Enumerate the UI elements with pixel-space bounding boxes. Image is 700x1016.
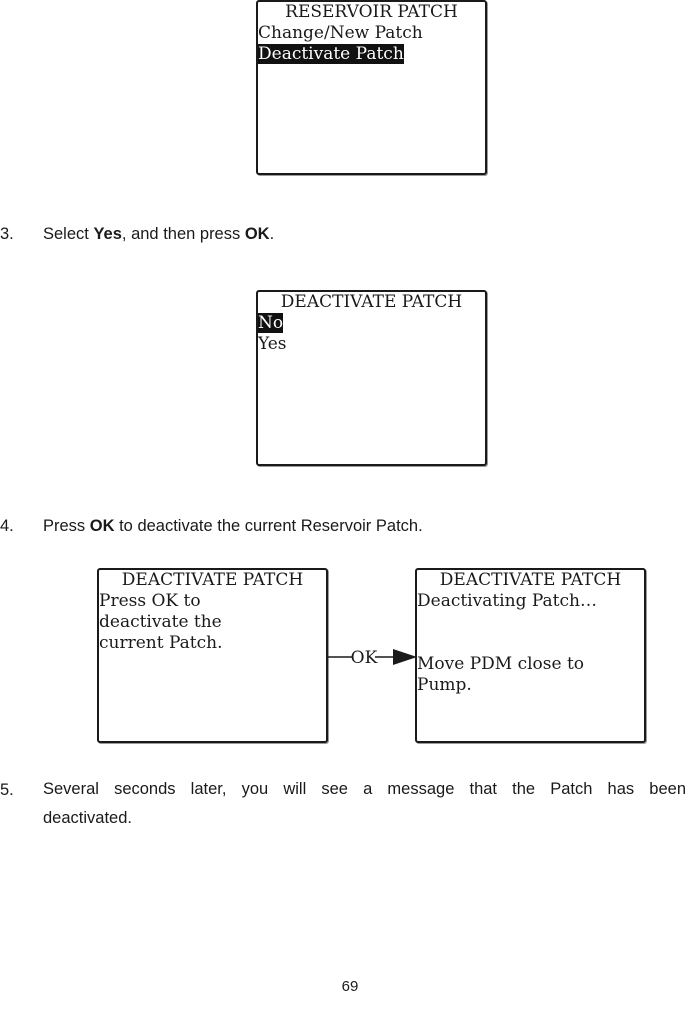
option-yes[interactable]: Yes <box>258 334 287 354</box>
status-line: Deactivating Patch… <box>417 591 597 611</box>
option-no[interactable]: No <box>258 313 284 333</box>
deactivate-prompt-screen: DEACTIVATE PATCH Press OK to deactivate … <box>97 568 328 743</box>
step-number: 4. <box>0 517 14 535</box>
step-text: Press OK to deactivate the current Reser… <box>43 517 423 535</box>
step-number: 5. <box>0 781 14 799</box>
prompt-line: Press OK to <box>99 591 201 611</box>
menu-item-change-new-patch[interactable]: Change/New Patch <box>258 23 423 43</box>
menu-item-deactivate-patch[interactable]: Deactivate Patch <box>258 44 404 64</box>
step-text: Select Yes, and then press OK. <box>43 225 275 243</box>
screen-title: DEACTIVATE PATCH <box>280 292 463 312</box>
arrow-label: OK <box>351 648 378 668</box>
page-number: 69 <box>341 978 359 995</box>
prompt-line: deactivate the <box>99 612 222 632</box>
deactivating-screen: DEACTIVATE PATCH Deactivating Patch… Mov… <box>415 568 646 743</box>
message-line: Move PDM close to <box>417 654 585 674</box>
ok-arrow: OK <box>327 648 417 668</box>
step-text: Several seconds later, you will see a me… <box>43 780 686 827</box>
message-line: Pump. <box>417 675 472 695</box>
deactivate-confirm-screen: DEACTIVATE PATCH No Yes <box>256 290 487 466</box>
step-number: 3. <box>0 225 14 243</box>
prompt-line: current Patch. <box>99 633 223 653</box>
screen-title: RESERVOIR PATCH <box>285 2 458 22</box>
screen-title: DEACTIVATE PATCH <box>439 570 622 590</box>
reservoir-patch-screen: RESERVOIR PATCH Change/New Patch Deactiv… <box>256 0 487 175</box>
screen-title: DEACTIVATE PATCH <box>121 570 304 590</box>
